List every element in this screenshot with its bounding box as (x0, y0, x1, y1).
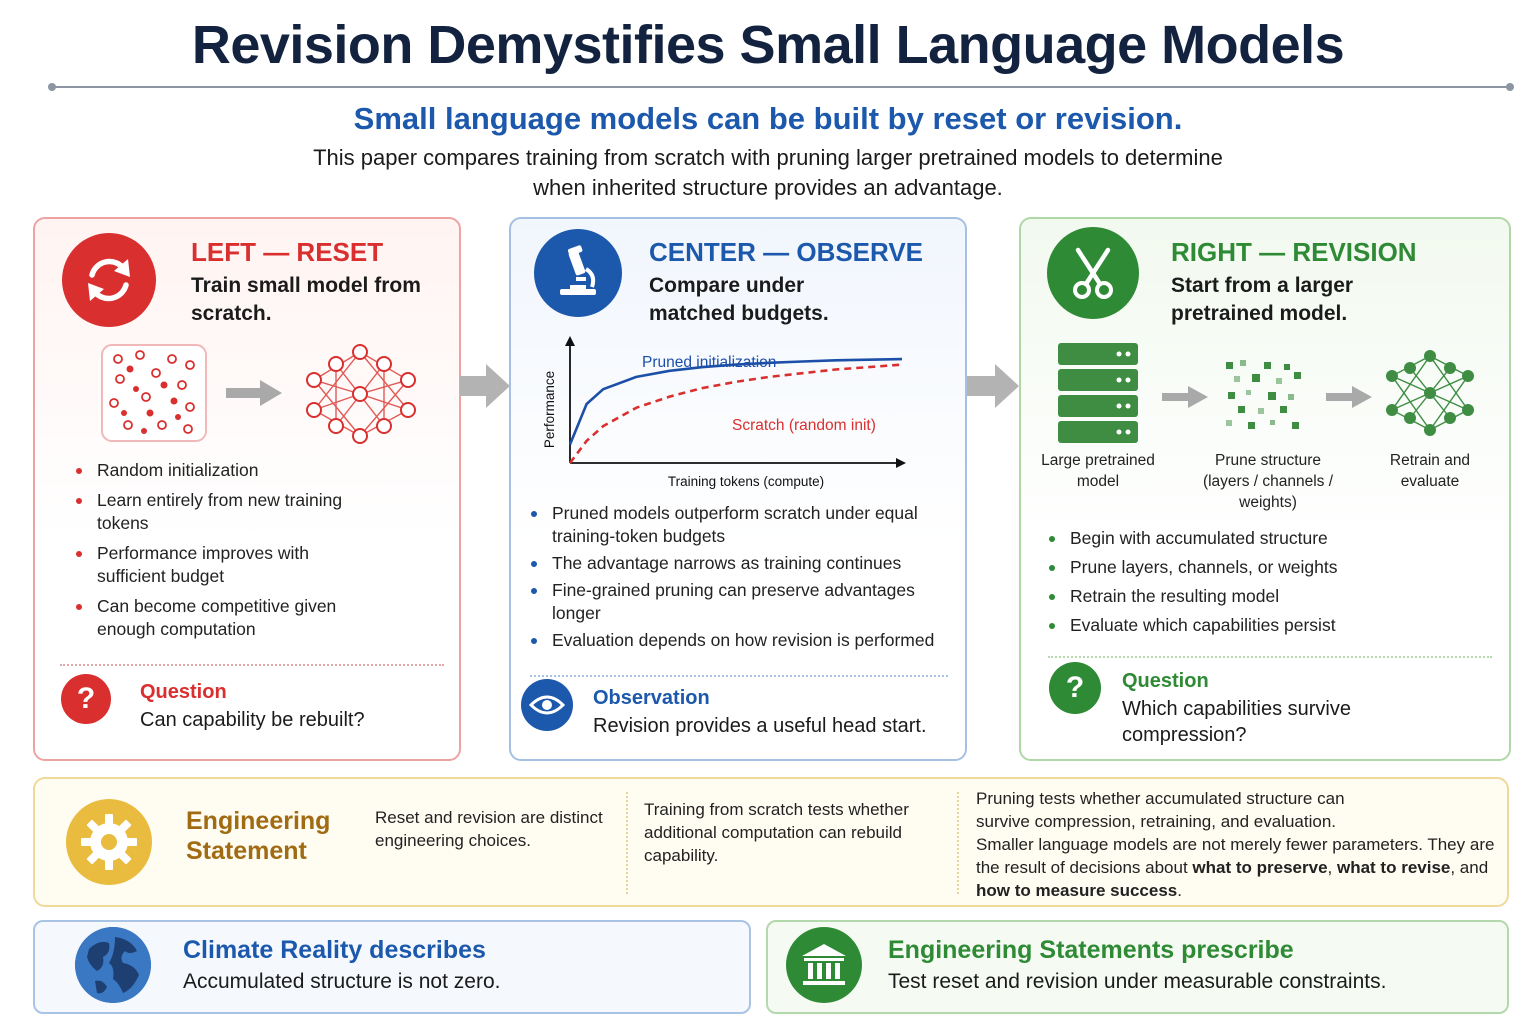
list-item: Performance improves with sufficient bud… (73, 542, 373, 588)
climate-text: Accumulated structure is not zero. (183, 970, 501, 993)
y-axis-label: Performance (542, 371, 557, 448)
engineering-col-2: Training from scratch tests whether addi… (644, 800, 909, 865)
observe-heading: CENTER — OBSERVE (649, 237, 924, 267)
refresh-icon (62, 233, 156, 327)
arrow-right-icon (1326, 386, 1372, 408)
reset-divider (60, 664, 444, 666)
arrow-right-icon (226, 380, 282, 406)
statements-title: Engineering Statements prescribe (888, 936, 1294, 964)
question-mark-icon: ? (1049, 662, 1101, 714)
reset-bullets: Random initialization Learn entirely fro… (73, 459, 373, 648)
neural-network-icon (306, 344, 416, 444)
pruned-series-line (568, 357, 903, 445)
list-item: The advantage narrows as training contin… (528, 552, 948, 575)
engineering-title: Engineering Statement (186, 807, 331, 865)
page-title: Revision Demystifies Small Language Mode… (191, 15, 1345, 75)
arrow-right-icon (967, 364, 1019, 408)
random-init-graphic (101, 344, 207, 442)
list-item: Pruned models outperform scratch under e… (528, 502, 948, 548)
list-item: Can become competitive given enough comp… (73, 595, 373, 641)
revision-question-text: Which capabilities survive compression? (1122, 698, 1351, 746)
intro-text: This paper compares training from scratc… (313, 145, 1223, 200)
step-retrain-label: Retrain and evaluate (1389, 452, 1471, 490)
arrow-right-icon (1162, 386, 1208, 408)
title-divider (48, 83, 1514, 91)
observation-text: Revision provides a useful head start. (593, 715, 927, 737)
institution-icon (786, 927, 862, 1003)
page-subtitle: Small language models can be built by re… (353, 101, 1183, 136)
list-item: Fine-grained pruning can preserve advant… (528, 579, 948, 625)
scratch-series-label: Scratch (random init) (732, 417, 876, 434)
revision-divider (1048, 656, 1492, 658)
step-large-model-label: Large pretrained model (1041, 452, 1155, 490)
observe-bullets: Pruned models outperform scratch under e… (528, 502, 948, 656)
revision-subheading: Start from a larger pretrained model. (1171, 274, 1354, 325)
list-item: Evaluation depends on how revision is pe… (528, 629, 948, 652)
observe-divider (530, 675, 948, 677)
list-item: Random initialization (73, 459, 373, 482)
engineering-statements-panel (766, 920, 1509, 1014)
gear-icon (66, 799, 152, 885)
question-mark-icon: ? (61, 674, 111, 724)
engineering-col-1: Reset and revision are distinct engineer… (375, 808, 603, 850)
engineering-divider (957, 792, 959, 894)
x-axis-label: Training tokens (compute) (668, 474, 824, 489)
observation-label: Observation (593, 687, 710, 709)
engineering-col-3: Pruning tests whether accumulated struct… (976, 789, 1495, 900)
reset-question-text: Can capability be rebuilt? (140, 709, 365, 731)
pruned-weights-icon (1226, 360, 1301, 429)
reset-question-label: Question (140, 681, 227, 703)
revision-bullets: Begin with accumulated structure Prune l… (1046, 527, 1486, 643)
scissors-icon (1047, 227, 1139, 319)
reset-heading: LEFT — RESET (191, 237, 384, 267)
x-axis-arrow (896, 458, 906, 468)
observe-subheading: Compare under matched budgets. (649, 274, 829, 325)
y-axis-arrow (565, 336, 575, 346)
scratch-series-line (568, 363, 903, 464)
list-item: Evaluate which capabilities persist (1046, 614, 1486, 637)
eye-icon (521, 679, 573, 731)
revision-question-label: Question (1122, 670, 1209, 692)
list-item: Prune layers, channels, or weights (1046, 556, 1486, 579)
list-item: Retrain the resulting model (1046, 585, 1486, 608)
list-item: Begin with accumulated structure (1046, 527, 1486, 550)
list-item: Learn entirely from new training tokens (73, 489, 373, 535)
climate-reality-panel (33, 920, 751, 1014)
globe-icon (75, 927, 151, 1003)
microscope-icon (534, 229, 622, 317)
reset-subheading: Train small model from scratch. (191, 274, 421, 325)
revision-heading: RIGHT — REVISION (1171, 237, 1417, 267)
engineering-divider (626, 792, 628, 894)
step-prune-label: Prune structure (layers / channels / wei… (1202, 452, 1334, 511)
engineering-statement-panel (33, 777, 1509, 907)
retrained-network-icon (1386, 350, 1474, 436)
climate-title: Climate Reality describes (183, 936, 486, 964)
server-stack-icon (1058, 343, 1138, 443)
arrow-right-icon (460, 364, 510, 408)
pruned-series-label: Pruned initialization (642, 354, 776, 371)
statements-text: Test reset and revision under measurable… (888, 970, 1387, 993)
